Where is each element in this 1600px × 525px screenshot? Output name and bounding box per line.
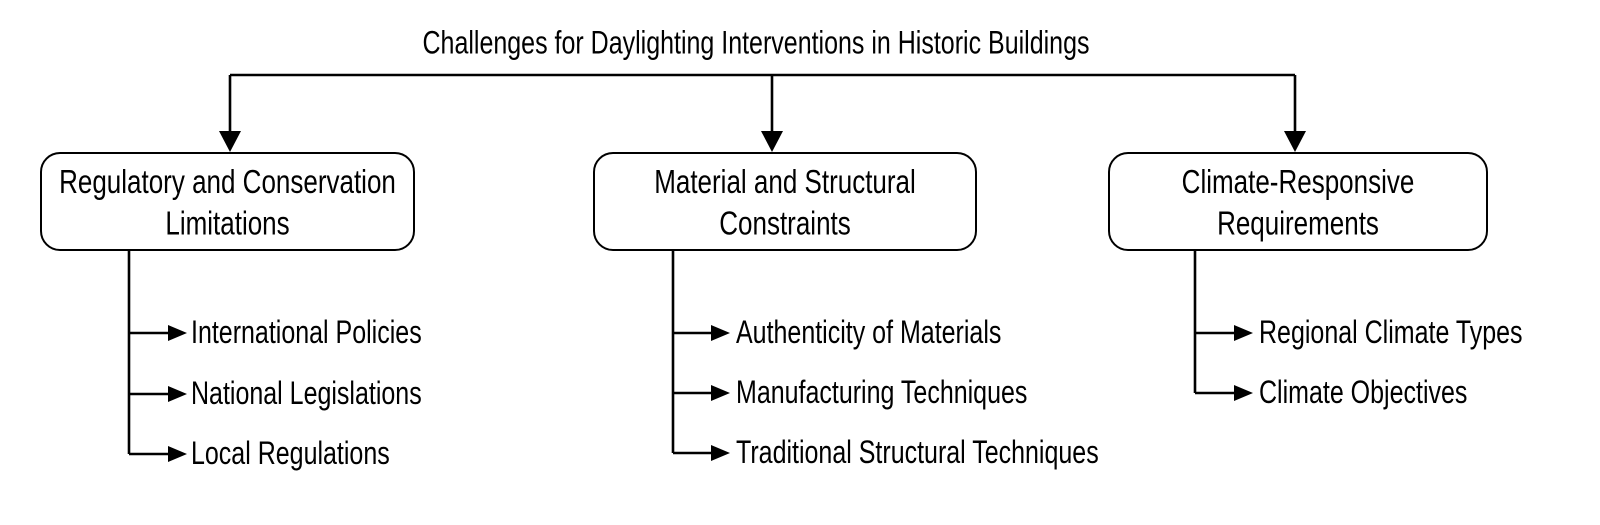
leaf-label: Regional Climate Types — [1259, 314, 1523, 351]
arrow-right-icon — [168, 386, 187, 402]
arrow-down-icon — [219, 131, 241, 152]
top-arrowheads — [219, 131, 1306, 152]
node-label: Material and Structural Constraints — [654, 161, 916, 242]
leaf-label: Local Regulations — [191, 435, 390, 472]
node-climate-responsive-requirements: Climate-Responsive Requirements — [1108, 152, 1488, 251]
arrow-down-icon — [1284, 131, 1306, 152]
top-connector — [228, 73, 1297, 133]
right-arrowheads — [1234, 325, 1253, 401]
leaf-regional-climate-types: Regional Climate Types — [1259, 314, 1523, 350]
arrow-right-icon — [168, 446, 187, 462]
leaf-authenticity-of-materials: Authenticity of Materials — [736, 314, 1001, 350]
node-label: Climate-Responsive Requirements — [1181, 161, 1415, 242]
diagram-title-text: Challenges for Daylighting Interventions… — [422, 24, 1090, 62]
left-arrowheads — [168, 325, 187, 462]
leaf-traditional-structural-techniques: Traditional Structural Techniques — [736, 434, 1099, 470]
arrow-right-icon — [1234, 385, 1253, 401]
leaf-label: International Policies — [191, 314, 422, 351]
node-label: Regulatory and Conservation Limitations — [59, 161, 396, 242]
branch-connector-middle — [671, 250, 712, 455]
leaf-national-legislations: National Legislations — [191, 375, 422, 411]
arrow-right-icon — [711, 385, 730, 401]
middle-arrowheads — [711, 325, 730, 461]
node-regulatory-conservation-limitations: Regulatory and Conservation Limitations — [40, 152, 415, 251]
leaf-climate-objectives: Climate Objectives — [1259, 374, 1467, 410]
branch-connector-left — [127, 250, 169, 456]
leaf-label: Climate Objectives — [1259, 374, 1468, 411]
diagram-title: Challenges for Daylighting Interventions… — [156, 25, 1356, 61]
arrow-down-icon — [761, 131, 783, 152]
arrow-right-icon — [711, 325, 730, 341]
leaf-manufacturing-techniques: Manufacturing Techniques — [736, 374, 1027, 410]
leaf-label: Manufacturing Techniques — [736, 374, 1028, 411]
branch-connector-right — [1193, 250, 1235, 395]
leaf-label: National Legislations — [191, 375, 422, 412]
leaf-international-policies: International Policies — [191, 314, 422, 350]
arrow-right-icon — [711, 445, 730, 461]
leaf-local-regulations: Local Regulations — [191, 435, 390, 471]
arrow-right-icon — [168, 325, 187, 341]
leaf-label: Authenticity of Materials — [736, 314, 1002, 351]
node-material-structural-constraints: Material and Structural Constraints — [593, 152, 977, 251]
arrow-right-icon — [1234, 325, 1253, 341]
leaf-label: Traditional Structural Techniques — [736, 434, 1099, 471]
